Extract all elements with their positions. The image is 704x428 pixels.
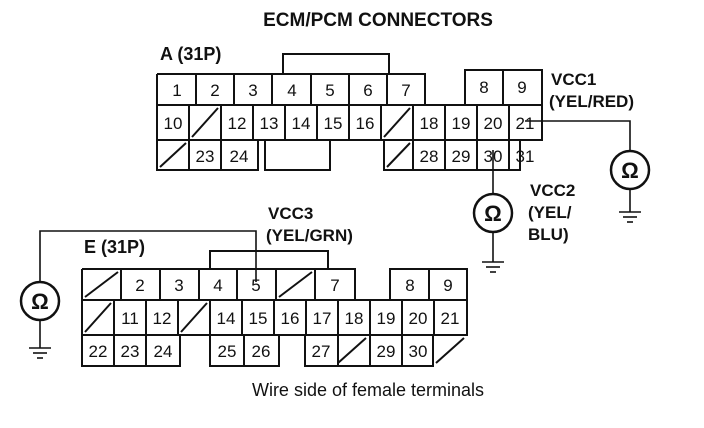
pin-e-16: 16 [281,309,300,328]
pin-a-14: 14 [292,114,311,133]
vcc2-wire-color-2: BLU) [528,225,569,244]
pin-a-23: 23 [196,147,215,166]
vcc3-wire [39,230,257,282]
pin-e-21: 21 [441,309,460,328]
pin-a-1: 1 [172,81,181,100]
ohm-symbol: Ω [621,158,639,183]
pin-a-6: 6 [363,81,372,100]
connector-a-label: A (31P) [160,44,221,64]
pin-a-29: 29 [452,147,471,166]
pin-a-24: 24 [230,147,249,166]
pin-a-16: 16 [356,114,375,133]
ground-icon [619,211,641,223]
unused-cavity-slash [278,271,313,298]
pin-e-5: 5 [251,276,260,295]
pin-e-29: 29 [377,342,396,361]
connector-a-latch [282,53,390,74]
pin-e-26: 26 [252,342,271,361]
pin-e-27: 27 [312,342,331,361]
diagram-title: ECM/PCM CONNECTORS [263,10,493,31]
ohm-symbol: Ω [31,289,49,314]
pin-a-12: 12 [228,114,247,133]
unused-cavity-slash [84,271,119,298]
pin-a-9: 9 [517,78,526,97]
pin-e-8: 8 [405,276,414,295]
pin-a-3: 3 [248,81,257,100]
vcc1-wire [525,120,631,151]
unused-cavity-slash [191,107,219,138]
pin-e-9: 9 [443,276,452,295]
vcc1-wire-color: (YEL/RED) [549,92,634,111]
vcc3-label: VCC3 [268,204,313,223]
pin-e-17: 17 [313,309,332,328]
vcc3-wire-color: (YEL/GRN) [266,226,353,245]
pin-e-22: 22 [89,342,108,361]
pin-e-3: 3 [174,276,183,295]
pin-e-15: 15 [249,309,268,328]
vcc1-label: VCC1 [551,70,596,89]
pin-a-31: 31 [516,147,535,166]
pin-e-12: 12 [153,309,172,328]
pin-e-18: 18 [345,309,364,328]
unused-cavity-slash [435,337,465,364]
connector-e-latch [209,250,329,269]
pin-a-18: 18 [420,114,439,133]
pin-e-2: 2 [135,276,144,295]
unused-cavity-slash [383,107,411,138]
vcc2-label: VCC2 [530,181,575,200]
connector-a: 1 2 3 4 5 6 7 8 9 10 12 13 14 15 16 18 1… [156,53,543,171]
pin-e-25: 25 [218,342,237,361]
ground-icon [29,347,51,359]
pin-a-7: 7 [401,81,410,100]
ohm-symbol: Ω [484,201,502,226]
pin-a-20: 20 [484,114,503,133]
pin-a-19: 19 [452,114,471,133]
unused-cavity-slash [159,142,187,168]
pin-a-21: 21 [516,114,535,133]
pin-a-10: 10 [164,114,183,133]
pin-e-30: 30 [409,342,428,361]
connector-e: 2 3 4 5 7 8 9 11 12 14 15 16 17 18 19 20… [81,250,468,367]
pin-a-5: 5 [325,81,334,100]
pin-a-8: 8 [479,78,488,97]
pin-e-19: 19 [377,309,396,328]
pin-a-13: 13 [260,114,279,133]
connector-e-label: E (31P) [84,237,145,257]
vcc2-wire-color-1: (YEL/ [528,203,572,222]
ground-icon [482,261,504,273]
pin-e-7: 7 [330,276,339,295]
pin-e-24: 24 [154,342,173,361]
pin-e-23: 23 [121,342,140,361]
unused-cavity-slash [386,142,411,168]
pin-a-15: 15 [324,114,343,133]
unused-cavity-slash [84,302,112,333]
pin-a-28: 28 [420,147,439,166]
footer-caption: Wire side of female terminals [252,380,484,400]
pin-e-11: 11 [121,309,139,328]
pin-e-4: 4 [213,276,222,295]
unused-cavity-slash [337,337,367,364]
pin-e-14: 14 [217,309,236,328]
pin-a-2: 2 [210,81,219,100]
pin-a-4: 4 [287,81,296,100]
unused-cavity-slash [180,302,208,333]
pin-e-20: 20 [409,309,428,328]
